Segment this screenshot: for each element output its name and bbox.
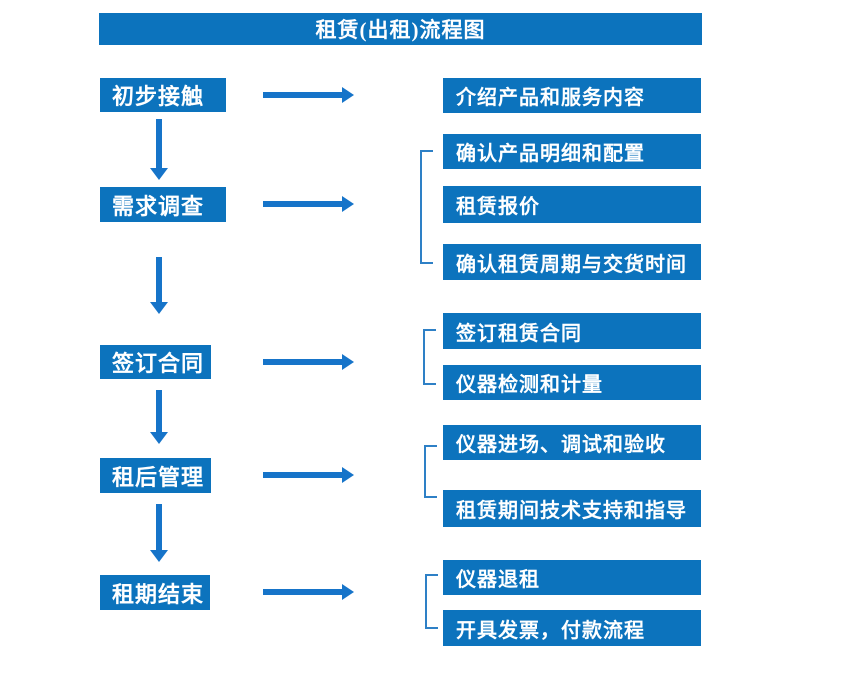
right-arrow-icon xyxy=(263,196,354,212)
arrow-shaft xyxy=(263,359,343,365)
arrow-shaft xyxy=(263,589,343,595)
output-box-instrument-arrival-debug-acceptance: 仪器进场、调试和验收 xyxy=(443,425,701,460)
flowchart-title: 租赁(出租)流程图 xyxy=(99,13,702,45)
arrow-head xyxy=(342,584,354,600)
arrow-head xyxy=(150,432,168,444)
arrow-head xyxy=(342,354,354,370)
output-box-invoice-payment-process: 开具发票，付款流程 xyxy=(443,610,701,646)
arrow-head xyxy=(342,87,354,103)
arrow-head xyxy=(150,302,168,314)
arrow-shaft xyxy=(263,472,343,478)
output-box-instrument-return: 仪器退租 xyxy=(443,560,701,595)
arrow-shaft xyxy=(156,504,162,551)
right-arrow-icon xyxy=(263,354,354,370)
arrow-shaft xyxy=(156,390,162,433)
arrow-shaft xyxy=(156,257,162,303)
output-box-sign-rental-contract: 签订租赁合同 xyxy=(443,313,701,349)
group-bracket-rental-end xyxy=(425,574,438,629)
down-arrow-icon xyxy=(150,119,168,180)
output-box-confirm-rental-period-delivery: 确认租赁周期与交货时间 xyxy=(443,244,701,280)
arrow-head xyxy=(150,168,168,180)
arrow-head xyxy=(342,467,354,483)
down-arrow-icon xyxy=(150,257,168,314)
arrow-shaft xyxy=(156,119,162,169)
stage-box-initial-contact: 初步接触 xyxy=(100,78,226,112)
right-arrow-icon xyxy=(263,584,354,600)
stage-box-sign-contract: 签订合同 xyxy=(100,345,211,379)
group-bracket-demand-survey xyxy=(420,150,433,264)
down-arrow-icon xyxy=(150,390,168,444)
stage-box-rental-end: 租期结束 xyxy=(100,575,210,610)
output-box-rental-quotation: 租赁报价 xyxy=(443,186,701,223)
arrow-head xyxy=(342,196,354,212)
group-bracket-post-rental-management xyxy=(424,445,437,498)
arrow-head xyxy=(150,550,168,562)
arrow-shaft xyxy=(263,201,343,207)
output-box-confirm-product-details-config: 确认产品明细和配置 xyxy=(443,134,701,169)
output-box-technical-support-guidance: 租赁期间技术支持和指导 xyxy=(443,490,701,527)
stage-box-post-rental-management: 租后管理 xyxy=(100,458,211,493)
group-bracket-sign-contract xyxy=(423,329,436,385)
output-box-instrument-testing-calibration: 仪器检测和计量 xyxy=(443,365,701,400)
arrow-shaft xyxy=(263,92,343,98)
right-arrow-icon xyxy=(263,87,354,103)
output-box-introduce-products-services: 介绍产品和服务内容 xyxy=(443,78,701,113)
down-arrow-icon xyxy=(150,504,168,562)
stage-box-demand-survey: 需求调查 xyxy=(100,187,226,222)
right-arrow-icon xyxy=(263,467,354,483)
